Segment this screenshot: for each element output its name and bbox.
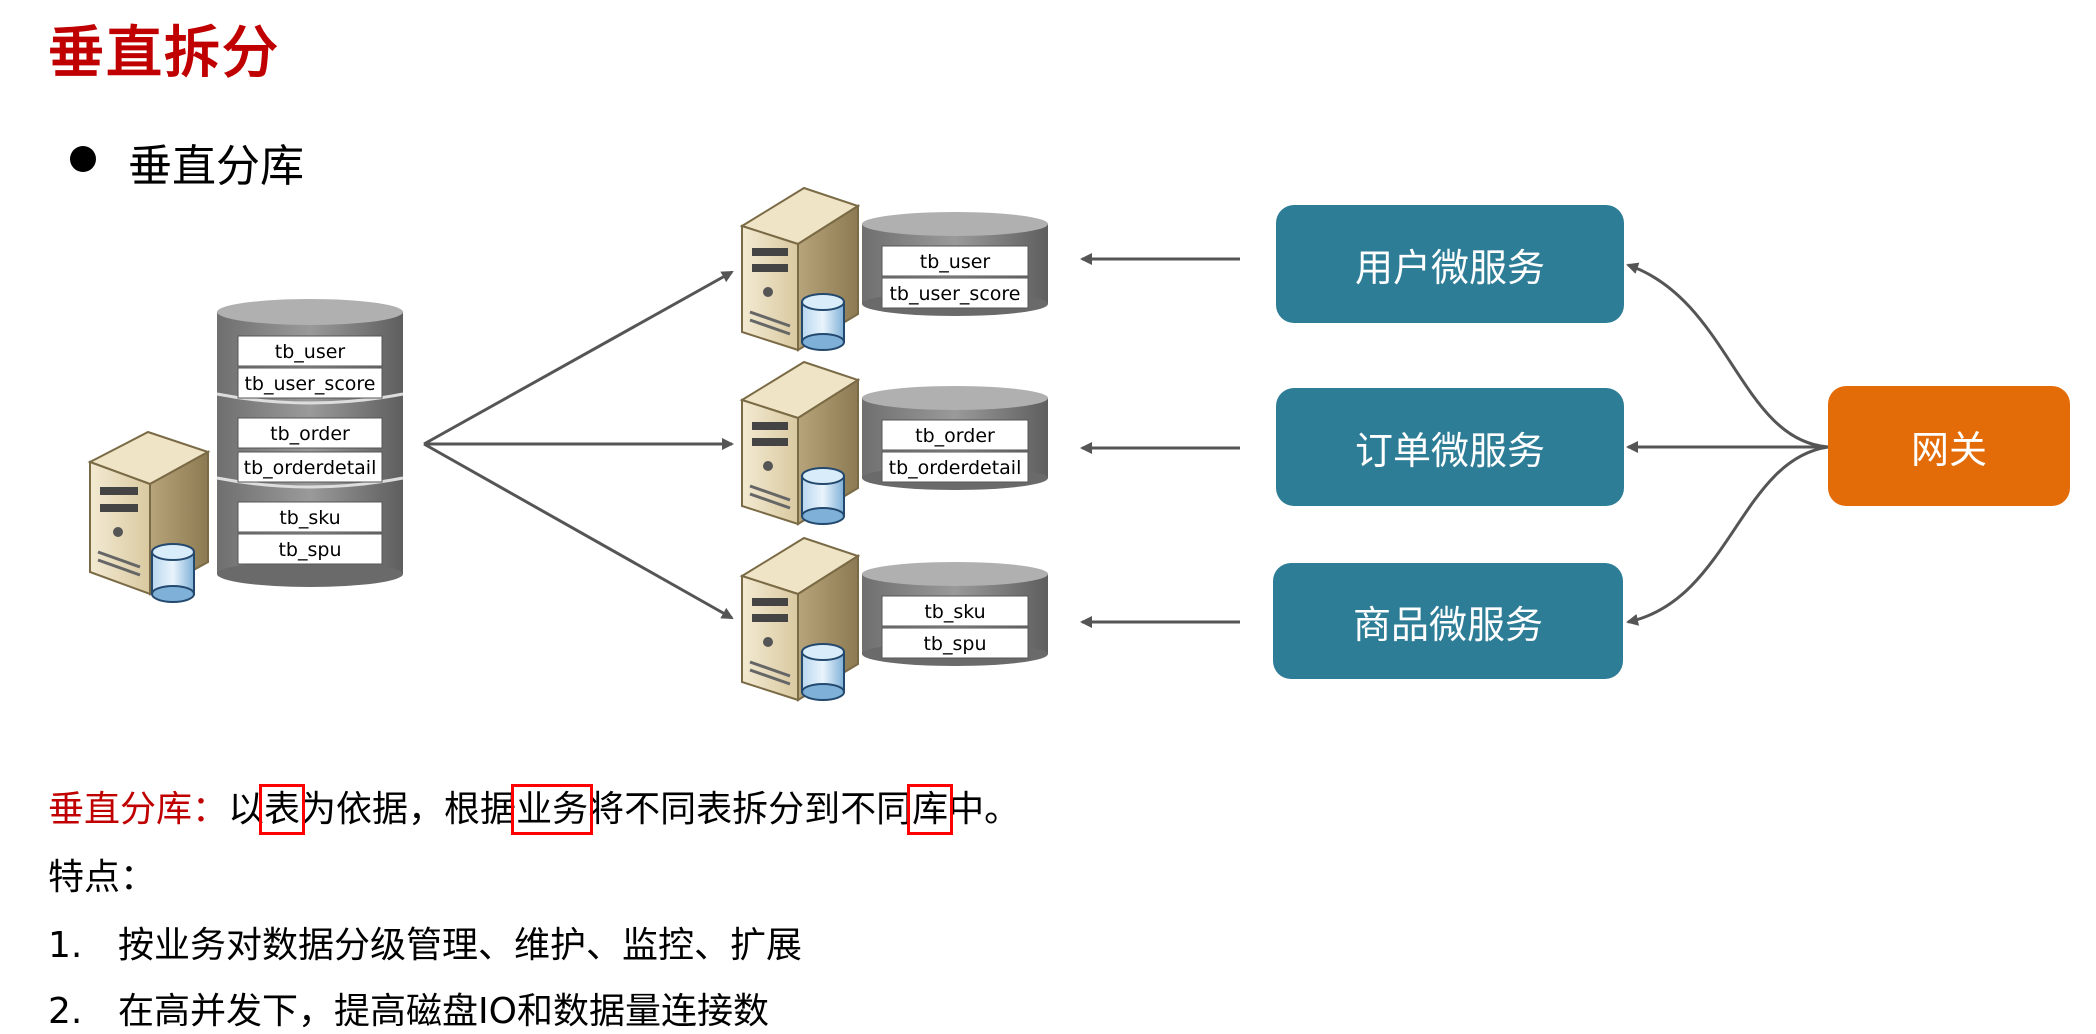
table-name: tb_order: [915, 425, 995, 447]
target-node-users: tb_user tb_user_score: [739, 186, 1048, 352]
definition-text: 中。: [948, 789, 1021, 830]
definition-text: 以: [228, 789, 265, 830]
service-order[interactable]: 订单微服务: [1276, 388, 1624, 506]
table-name: tb_user_score: [889, 283, 1020, 305]
split-arrows: [423, 270, 734, 620]
architecture-diagram: tb_user tb_user_score tb_order tb_orderd…: [87, 186, 1829, 702]
target-node-products: tb_sku tb_spu: [739, 536, 1048, 702]
features-label: 特点：: [48, 857, 157, 898]
source-db-group-orders: tb_order tb_orderdetail: [237, 417, 383, 483]
feature-text: 按业务对数据分级管理、维护、监控、扩展: [118, 925, 803, 966]
feature-number: 1.: [48, 925, 83, 966]
service-user[interactable]: 用户微服务: [1276, 205, 1624, 323]
feature-item: 1. 按业务对数据分级管理、维护、监控、扩展: [48, 916, 802, 968]
service-db-arrows: [1080, 253, 1240, 628]
definition-text: 为依据，根据: [300, 789, 517, 830]
table-name: tb_user: [920, 251, 991, 273]
server-icon: [739, 186, 861, 352]
feature-text: 在高并发下，提高磁盘IO和数据量连接数: [118, 991, 769, 1032]
table-name: tb_spu: [923, 633, 986, 655]
table-name: tb_sku: [279, 507, 340, 529]
table-name: tb_orderdetail: [889, 457, 1022, 479]
feature-number: 2.: [48, 991, 83, 1032]
target-node-orders: tb_order tb_orderdetail: [739, 360, 1048, 526]
source-db-group-users: tb_user tb_user_score: [237, 335, 383, 399]
table-name: tb_orderdetail: [244, 457, 377, 479]
service-product[interactable]: 商品微服务: [1273, 563, 1623, 679]
definition-term: 垂直分库：: [48, 789, 229, 830]
table-name: tb_user_score: [244, 373, 375, 395]
server-icon: [739, 360, 861, 526]
bullet-heading: 垂直分库: [128, 141, 304, 192]
database-cylinder: tb_sku tb_spu: [862, 562, 1048, 666]
highlight-database: 库: [907, 784, 954, 835]
source-db-group-products: tb_sku tb_spu: [237, 501, 383, 565]
database-cylinder: tb_user tb_user_score: [862, 212, 1048, 316]
table-name: tb_spu: [278, 539, 341, 561]
source-server-icon: [87, 430, 211, 603]
page-title: 垂直拆分: [48, 21, 280, 86]
highlight-business: 业务: [511, 784, 594, 835]
source-database: tb_user tb_user_score tb_order tb_orderd…: [216, 299, 404, 587]
bullet-dot: [70, 146, 96, 172]
definition-text: 将不同表拆分到不同: [588, 789, 913, 830]
gateway-box[interactable]: 网关: [1828, 386, 2070, 506]
table-name: tb_sku: [924, 601, 985, 623]
gateway-arrows: [1626, 262, 1829, 626]
server-icon: [739, 536, 861, 702]
feature-item: 2. 在高并发下，提高磁盘IO和数据量连接数: [48, 982, 769, 1034]
definition-line: 垂直分库：以表为依据，根据业务将不同表拆分到不同库中。: [48, 780, 1021, 835]
highlight-table: 表: [259, 784, 306, 835]
database-cylinder: tb_order tb_orderdetail: [862, 386, 1048, 490]
table-name: tb_order: [270, 423, 350, 445]
table-name: tb_user: [275, 341, 346, 363]
